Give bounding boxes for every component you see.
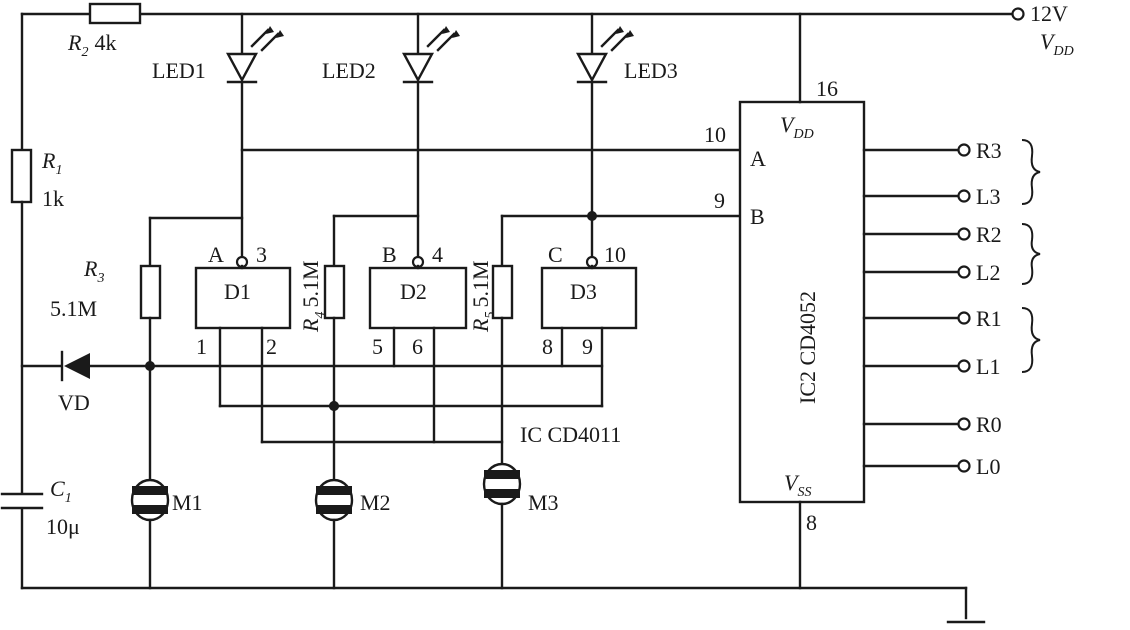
- resistor-r1: [10, 148, 33, 204]
- gate-d3-out-pin: 10: [604, 242, 626, 267]
- output-l0: L0: [976, 454, 1000, 479]
- resistor-r4: [323, 264, 346, 320]
- ic2-label-b: B: [750, 204, 765, 229]
- diode-label: VD: [58, 390, 90, 415]
- resistor-r5: [491, 264, 514, 320]
- gate-d2-input-label: B: [382, 242, 397, 267]
- gate-d1-pin-1: 1: [196, 334, 207, 359]
- resistor-r2: [88, 2, 142, 25]
- gate-d2-pin-5: 5: [372, 334, 383, 359]
- gate-d2: [368, 266, 468, 330]
- ic2-vdd-label: VDD: [780, 112, 814, 142]
- sensor-m1-label: M1: [172, 490, 203, 515]
- ic2-pin-b: 9: [714, 188, 725, 213]
- capacitor-c1: [0, 492, 44, 510]
- led3-label: LED3: [624, 58, 678, 83]
- gate-d2-pin-6: 6: [412, 334, 423, 359]
- r3-name: R3: [83, 256, 104, 286]
- output-r1: R1: [976, 306, 1002, 331]
- gate-d1-pin-2: 2: [266, 334, 277, 359]
- ic2-label: IC2 CD4052: [795, 291, 820, 404]
- supply-voltage-label: 12V: [1030, 1, 1068, 26]
- ic2-label-a: A: [750, 146, 766, 171]
- vdd-terminal: [1011, 7, 1025, 21]
- r4-label: R45.1M: [298, 260, 328, 333]
- r3-value: 5.1M: [50, 296, 97, 321]
- gate-d3-pin-9: 9: [582, 334, 593, 359]
- led1: [225, 12, 284, 269]
- sensor-m3: [482, 462, 522, 590]
- gate-d3-pin-8: 8: [542, 334, 553, 359]
- gate-d2-label: D2: [400, 279, 427, 304]
- output-r3: R3: [976, 138, 1002, 163]
- output-r0: R0: [976, 412, 1002, 437]
- gate-d3-input-label: C: [548, 242, 563, 267]
- led2-label: LED2: [322, 58, 376, 83]
- gate-d1-out-pin: 3: [256, 242, 267, 267]
- gate-d1-input-label: A: [208, 242, 224, 267]
- diode-vd: [60, 350, 90, 382]
- ic2-chip: [738, 100, 866, 504]
- r1-value: 1k: [42, 186, 64, 211]
- ic2-pin-a: 10: [704, 122, 726, 147]
- output-r2: R2: [976, 222, 1002, 247]
- ic2-vss-pin: 8: [806, 510, 817, 535]
- r5-label: R55.1M: [468, 260, 498, 333]
- ic2-vdd-pin: 16: [816, 76, 838, 101]
- led2: [401, 12, 460, 269]
- gate-d1-label: D1: [224, 279, 251, 304]
- r1-name: R1: [41, 148, 62, 178]
- output-l1: L1: [976, 354, 1000, 379]
- output-braces: [1021, 139, 1041, 373]
- gate-d3-label: D3: [570, 279, 597, 304]
- output-terminals: [862, 143, 971, 473]
- c1-value: 10μ: [46, 514, 80, 539]
- resistor-r3: [139, 264, 162, 320]
- ic1-label: IC CD4011: [520, 422, 621, 447]
- output-l2: L2: [976, 260, 1000, 285]
- c1-name: C1: [50, 476, 72, 506]
- gate-d3: [540, 266, 638, 330]
- sensor-m2-label: M2: [360, 490, 391, 515]
- sensor-m2: [314, 478, 354, 590]
- led1-label: LED1: [152, 58, 206, 83]
- supply-vdd-label: VDD: [1040, 29, 1074, 59]
- led3: [575, 12, 634, 269]
- sensor-m3-label: M3: [528, 490, 559, 515]
- output-l3: L3: [976, 184, 1000, 209]
- ic2-vss-label: VSS: [784, 470, 811, 500]
- supply-rail: [20, 7, 1025, 21]
- gate-d2-out-pin: 4: [432, 242, 443, 267]
- sensor-m1: [130, 478, 170, 590]
